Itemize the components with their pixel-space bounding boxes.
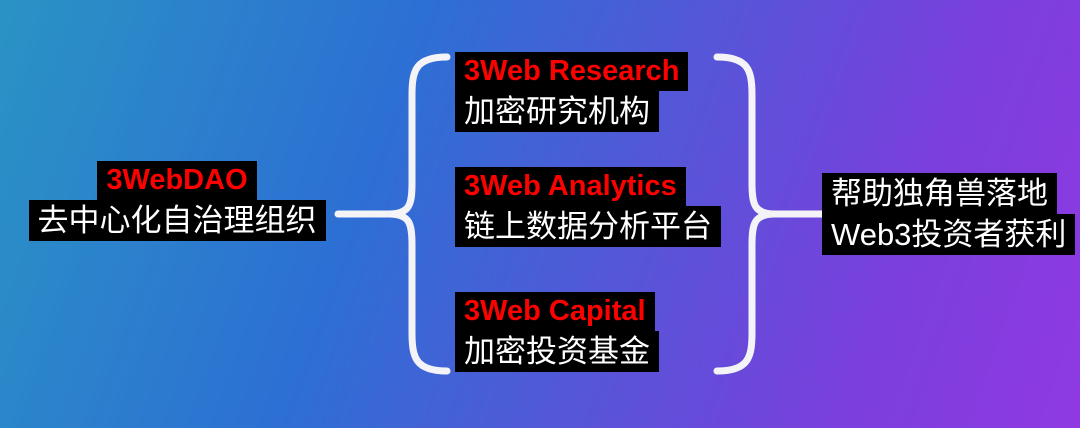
left-brace xyxy=(385,53,451,375)
branch-capital: 3Web Capital 加密投资基金 xyxy=(455,292,659,372)
root-node: 3WebDAO 去中心化自治理组织 xyxy=(6,161,348,241)
branch-capital-subtitle: 加密投资基金 xyxy=(455,330,659,372)
outcome-line2: Web3投资者获利 xyxy=(822,214,1076,256)
branch-analytics-title: 3Web Analytics xyxy=(455,167,686,206)
root-title: 3WebDAO xyxy=(97,161,257,200)
branch-capital-title: 3Web Capital xyxy=(455,292,655,331)
branch-research-title: 3Web Research xyxy=(455,52,689,91)
branch-analytics: 3Web Analytics 链上数据分析平台 xyxy=(455,167,721,247)
outcome-line1: 帮助独角兽落地 xyxy=(822,173,1057,215)
root-title-row: 3WebDAO xyxy=(6,161,348,200)
branch-research-subtitle: 加密研究机构 xyxy=(455,90,659,132)
root-subtitle-row: 去中心化自治理组织 xyxy=(6,199,348,241)
branch-research: 3Web Research 加密研究机构 xyxy=(455,52,689,132)
root-subtitle: 去中心化自治理组织 xyxy=(28,199,326,241)
outcome-node: 帮助独角兽落地 Web3投资者获利 xyxy=(822,173,1076,256)
right-brace xyxy=(713,53,779,375)
branch-analytics-subtitle: 链上数据分析平台 xyxy=(455,205,721,247)
